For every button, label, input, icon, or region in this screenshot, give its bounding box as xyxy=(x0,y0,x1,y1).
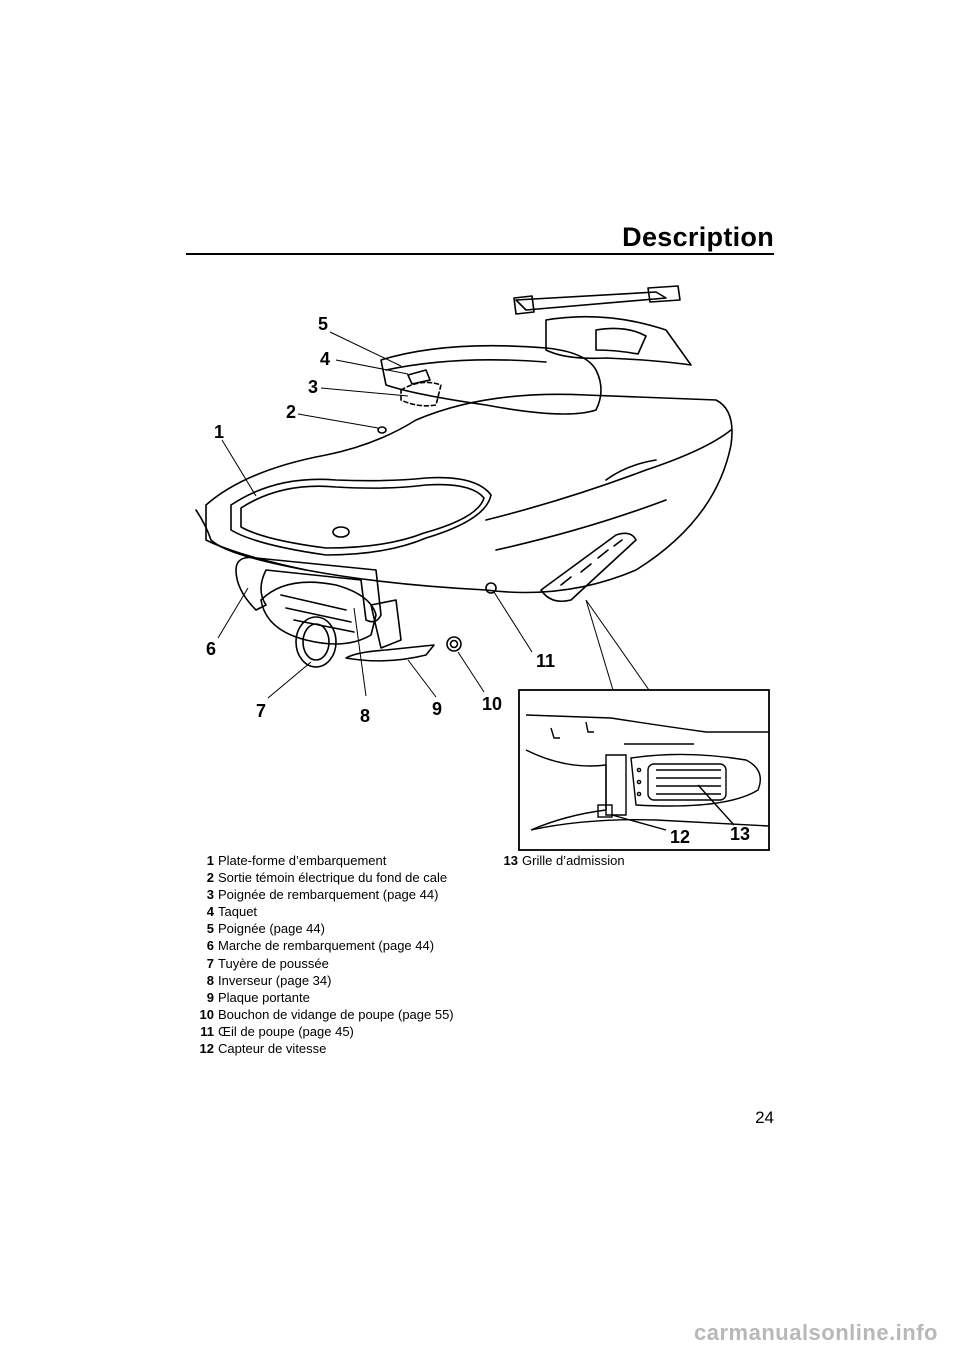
legend-number: 10 xyxy=(199,1006,214,1022)
legend-label: Poignée de rembarquement (page 44) xyxy=(218,887,439,903)
legend-number: 5 xyxy=(206,921,214,937)
callout-7: 7 xyxy=(256,701,266,721)
legend-label: Poignée (page 44) xyxy=(218,921,325,937)
legend-label: Sortie témoin électrique du fond de cale xyxy=(218,870,448,886)
callout-2: 2 xyxy=(286,402,296,422)
legend-label: Marche de rembarquement (page 44) xyxy=(218,938,435,954)
legend-label: Tuyère de poussée xyxy=(218,955,329,971)
legend-number: 2 xyxy=(206,870,214,886)
legend-number: 3 xyxy=(206,887,214,903)
legend-number: 9 xyxy=(206,989,214,1005)
callout-4: 4 xyxy=(320,349,330,369)
legend-label: Taquet xyxy=(218,904,258,920)
legend-number: 7 xyxy=(206,955,214,971)
callout-13: 13 xyxy=(730,824,750,844)
legend-label: Grille d’admission xyxy=(522,853,625,868)
callout-12: 12 xyxy=(670,827,690,847)
legend-number: 4 xyxy=(206,904,214,920)
legend-label: Plaque portante xyxy=(218,989,310,1005)
legend-number: 11 xyxy=(200,1023,214,1039)
legend-label: Inverseur (page 34) xyxy=(218,972,332,988)
legend-right: 13 Grille d’admission xyxy=(490,852,770,869)
callout-6: 6 xyxy=(206,639,216,659)
callout-5: 5 xyxy=(318,314,328,334)
title-rule xyxy=(186,253,774,255)
legend-number: 8 xyxy=(206,972,214,988)
legend-label: Capteur de vitesse xyxy=(218,1041,327,1057)
legend-number: 12 xyxy=(199,1041,214,1057)
legend-number: 13 xyxy=(503,853,518,868)
watermark: carmanualsonline.info xyxy=(694,1320,938,1345)
watercraft-illustration: 1 2 3 4 5 6 7 8 9 10 11 12 13 xyxy=(195,285,770,851)
legend-item: 13 Grille d’admission xyxy=(490,852,770,869)
legend-label: Bouchon de vidange de poupe (page 55) xyxy=(218,1006,454,1022)
legend-item: 1 Plate-forme d’embarquement xyxy=(186,852,486,869)
legend-number: 6 xyxy=(206,938,214,954)
legend-label: Plate-forme d’embarquement xyxy=(218,853,387,868)
legend-label: Œil de poupe (page 45) xyxy=(218,1023,354,1039)
callout-8: 8 xyxy=(360,706,370,726)
page-number: 24 xyxy=(755,1108,774,1127)
callout-3: 3 xyxy=(308,377,318,397)
callout-9: 9 xyxy=(432,699,442,719)
callout-1: 1 xyxy=(214,422,224,442)
callout-10: 10 xyxy=(482,694,502,714)
page-title: Description xyxy=(622,222,774,252)
legend-number: 1 xyxy=(206,853,214,868)
callout-11: 11 xyxy=(536,651,555,671)
